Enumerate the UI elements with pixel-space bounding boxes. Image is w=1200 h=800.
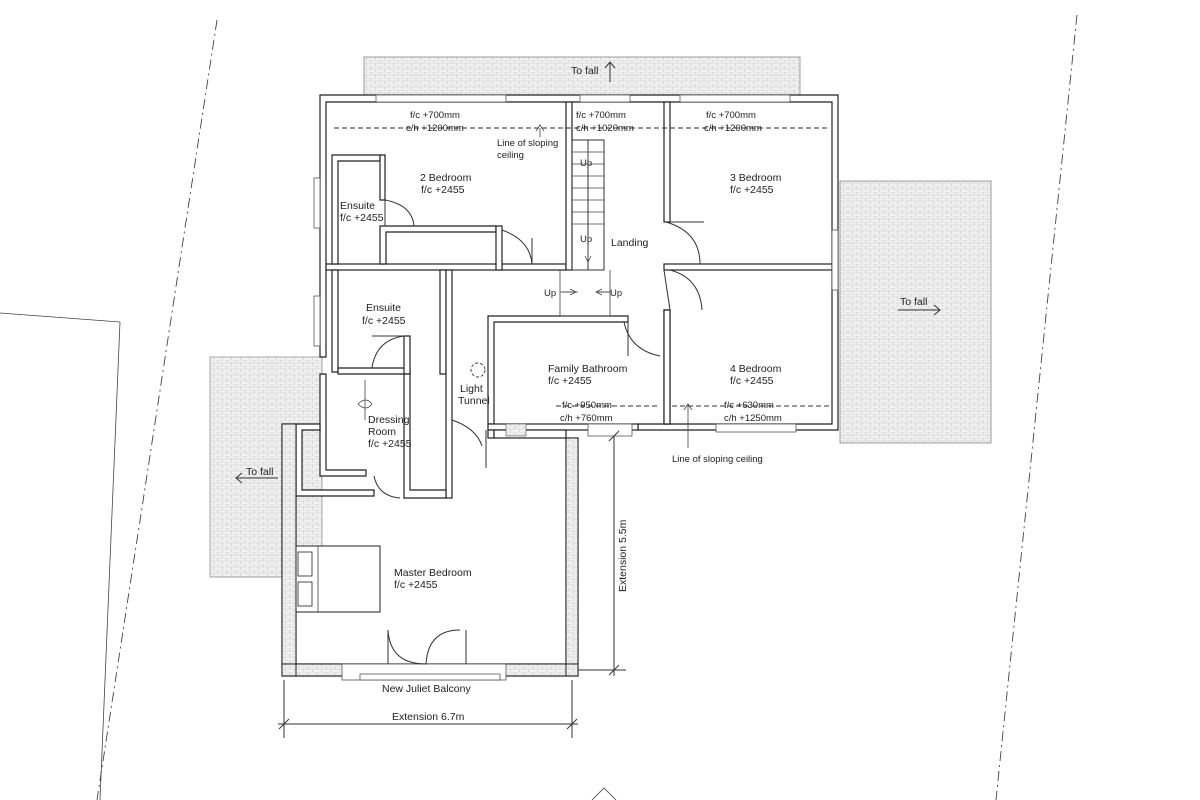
windows [313,94,839,681]
stair-up-1: Up [580,158,592,169]
bedroom2-level: f/c +2455 [421,184,465,196]
dimension-lines [278,430,626,738]
dressing-room-level: f/c +2455 [368,438,412,450]
light-tunnel-line1: Light [460,383,483,395]
bedroom3-fc: f/c +700mm [706,110,756,121]
bedroom4-level: f/c +2455 [730,375,774,387]
sloping-ceiling-top-line1: Line of sloping [497,138,558,149]
bedroom2-ch: c/h +1200mm [406,123,464,134]
bedroom4-fc: f/c +630mm [724,400,774,411]
family-bathroom-level: f/c +2455 [548,375,592,387]
ceiling-notes: f/c +700mm c/h +1200mm f/c +700mm c/h +1… [406,110,782,424]
room-labels: 2 Bedroom f/c +2455 Ensuite f/c +2455 En… [340,172,782,591]
juliet-balcony-label: New Juliet Balcony [382,683,471,695]
roof-top [363,56,801,96]
stair-labels: Up Up Up Up [544,158,622,299]
site-boundary [0,14,1078,800]
bedroom2-name: 2 Bedroom [420,172,472,184]
dressing-room-line2: Room [368,426,396,438]
master-bedroom-name: Master Bedroom [394,567,472,579]
to-fall-right: To fall [900,296,927,308]
bedroom2-fc: f/c +700mm [410,110,460,121]
bedroom4-name: 4 Bedroom [730,363,782,375]
roof-areas [209,56,992,578]
bed-icon [295,545,381,613]
stair-up-2: Up [580,234,592,245]
wall-bed2-bottom [325,263,567,271]
bedroom3-name: 3 Bedroom [730,172,782,184]
dressing-room-line1: Dressing [368,414,410,426]
sloping-ceiling-bottom: Line of sloping ceiling [672,454,763,465]
light-tunnel-line2: Tunnel [458,395,490,407]
ensuite-mid-name: Ensuite [366,302,401,314]
doors [371,199,704,665]
stair-fc: f/c +700mm [576,110,626,121]
bedroom3-level: f/c +2455 [730,184,774,196]
annotations: Line of sloping ceiling Line of sloping … [246,65,927,723]
landing-name: Landing [611,237,649,249]
to-fall-top: To fall [571,65,598,77]
extension-width-label: Extension 6.7m [392,711,465,723]
ensuite-top-name: Ensuite [340,200,375,212]
family-bathroom-name: Family Bathroom [548,363,628,375]
bedroom4-ch: c/h +1250mm [724,413,782,424]
roof-right [839,180,992,444]
fall-arrows [235,61,941,484]
stair-ch: c/h +1020mm [576,123,634,134]
extension-depth-label: Extension 5.5m [617,519,629,592]
ensuite-mid-level: f/c +2455 [362,315,406,327]
master-bedroom-level: f/c +2455 [394,579,438,591]
sloping-ceiling-lines [334,124,830,448]
ensuite-top-level: f/c +2455 [340,212,384,224]
stair-arrows [562,150,610,296]
bathroom-fc: f/c +950mm [562,400,612,411]
to-fall-left: To fall [246,466,273,478]
rail-icon [357,399,373,409]
light-tunnel-icon [470,362,486,378]
bedroom3-ch: c/h +1200mm [704,123,762,134]
stair-up-3: Up [544,288,556,299]
stair-up-4: Up [610,288,622,299]
bathroom-ch: c/h +760mm [560,413,613,424]
roof-left [209,356,323,578]
sloping-ceiling-top-line2: ceiling [497,150,524,161]
